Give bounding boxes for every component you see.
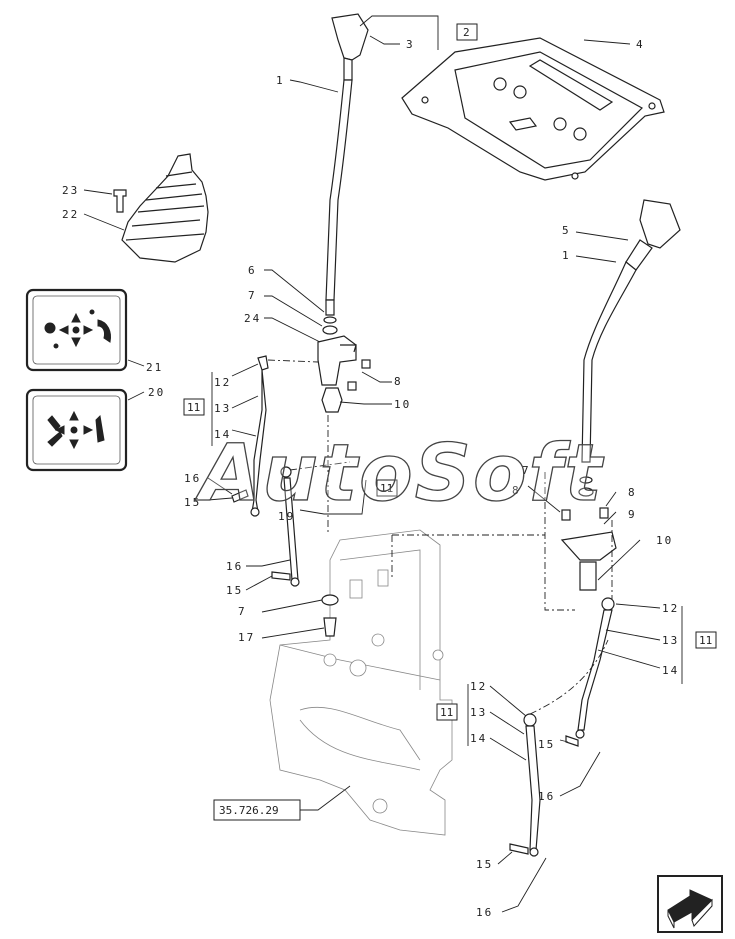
callout-21: 21 [146,361,163,374]
callout-24: 24 [244,312,261,325]
callout-20: 20 [148,386,165,399]
callout-13-lower: 13 [470,706,487,719]
cover-plate [401,37,665,181]
callout-15-lower: 15 [476,858,493,871]
control-lever-left [322,13,369,335]
callout-12-lower: 12 [470,680,487,693]
callout-8-left: 8 [394,375,403,388]
next-page-arrow-icon [667,889,713,929]
linkage-rod-lower [509,713,541,857]
bolt-15-upper [231,489,249,503]
control-tower-frame [269,529,453,836]
watermark: AutoSoft [194,429,604,519]
callout-15-mid: 15 [226,584,243,597]
svg-text:11: 11 [440,706,453,719]
callout-12-right: 12 [662,602,679,615]
boxed-reference-11-center: 11 [376,479,398,497]
callout-4: 4 [636,38,645,51]
callout-7-right: 7 [522,464,531,477]
callout-8-right-a: 8 [512,484,521,497]
callout-13-left: 13 [214,402,231,415]
callout-12-left: 12 [214,376,231,389]
rubber-boot [121,153,209,263]
callout-14-lower: 14 [470,732,487,745]
svg-text:11: 11 [380,482,393,495]
boxed-reference-11-lower: 11 [436,703,458,721]
boxed-reference-11-left: 11 [183,398,205,416]
callout-14-right: 14 [662,664,679,677]
svg-text:11: 11 [187,401,200,414]
linkage-rod-left [250,355,269,517]
reference-code-box: 35.726.29 [213,799,301,821]
bolt-15-mid [271,571,291,581]
callout-16-mid: 16 [226,560,243,573]
linkage-rod-right [565,597,615,747]
lever-base-bracket-left [317,335,371,413]
callout-8-right-b: 8 [628,486,637,499]
callout-7-upper: 7 [248,289,257,302]
callout-23: 23 [62,184,79,197]
washer-7-lower [321,594,339,606]
callout-3: 3 [406,38,415,51]
bolt-17 [323,617,337,637]
callout-labels: 1 1 3 4 5 6 7 7 7 8 8 8 9 10 10 12 12 12… [62,38,679,919]
callout-6: 6 [248,264,257,277]
callout-7-lower: 7 [238,605,247,618]
callout-19: 19 [278,510,295,523]
callout-5: 5 [562,224,571,237]
decal-panel-20 [25,388,128,472]
joystick-function-decal-icon [47,410,105,450]
decal-panel-21 [25,288,128,372]
boxed-reference-11-right: 11 [695,631,717,649]
callout-16-right: 16 [538,790,555,803]
callout-1-upper: 1 [276,74,285,87]
svg-text:2: 2 [463,26,470,39]
callout-9: 9 [628,508,637,521]
lever-base-bracket-right [560,507,617,591]
alignment-lines [267,359,613,715]
control-lever-right [578,199,681,497]
callout-1-right: 1 [562,249,571,262]
next-page-button[interactable] [657,875,723,933]
screw-23 [113,189,127,213]
callout-16-upper: 16 [184,472,201,485]
callout-15-right: 15 [538,738,555,751]
callout-22: 22 [62,208,79,221]
callout-10-left: 10 [394,398,411,411]
callout-13-right: 13 [662,634,679,647]
boxed-reference-2: 2 [456,23,478,41]
callout-10-right: 10 [656,534,673,547]
leader-lines [83,15,683,913]
linkage-rod-center [280,466,300,587]
svg-text:11: 11 [699,634,712,647]
callout-14-left: 14 [214,428,231,441]
joystick-function-decal-icon [44,309,111,349]
reference-code: 35.726.29 [219,804,279,817]
callout-16-lower: 16 [476,906,493,919]
callout-17: 17 [238,631,255,644]
callout-15-upper: 15 [184,496,201,509]
